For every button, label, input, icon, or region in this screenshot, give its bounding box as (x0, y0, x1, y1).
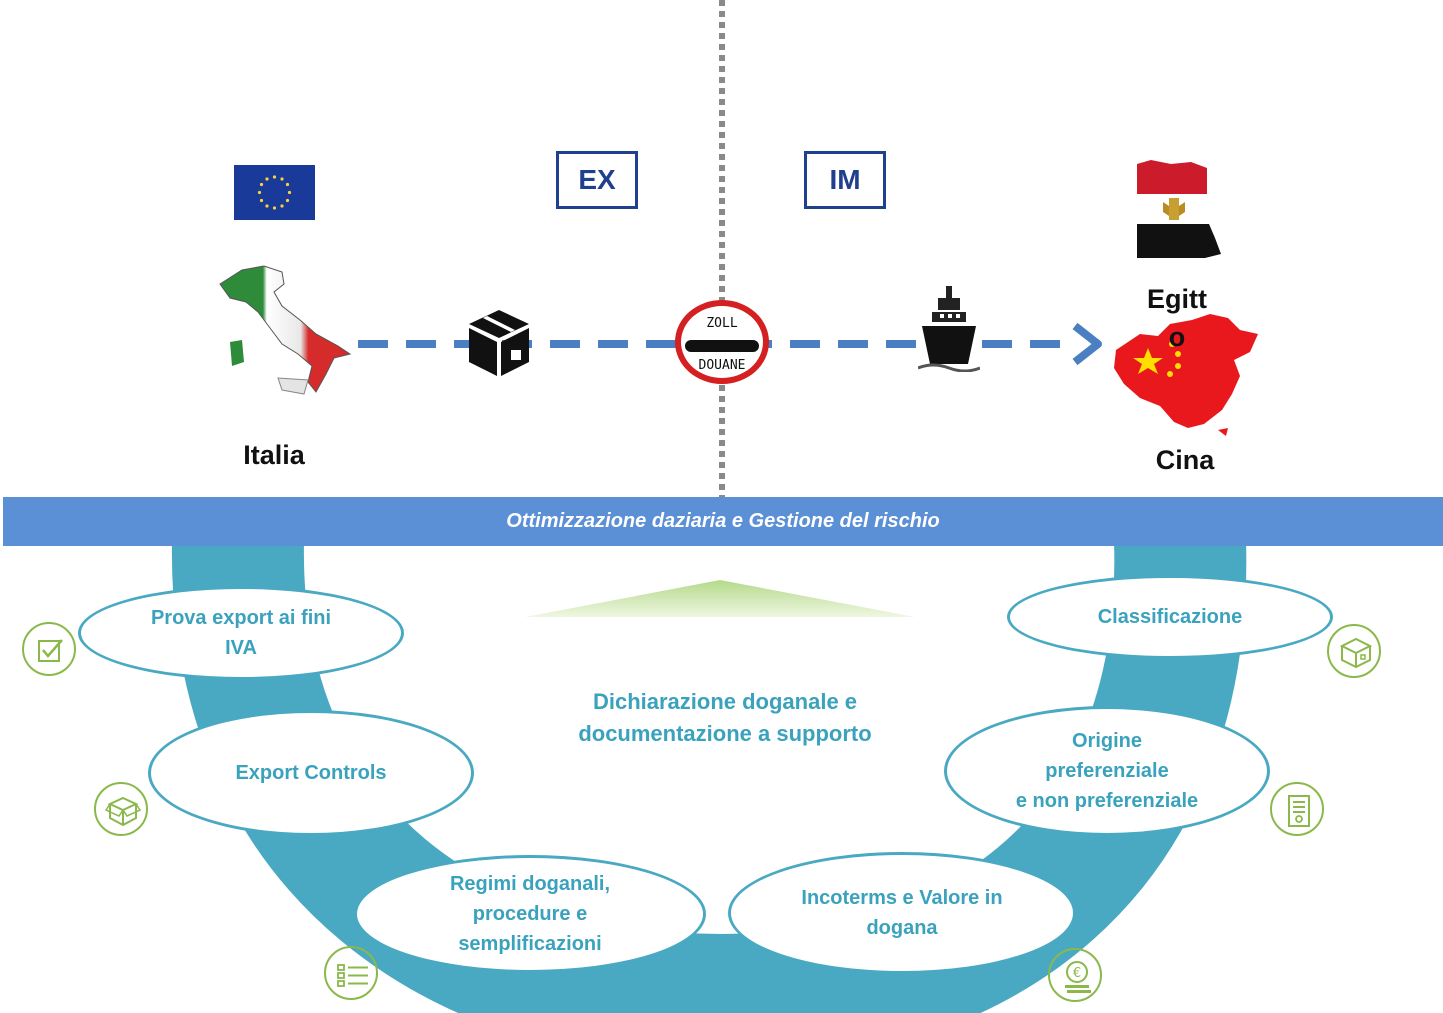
ship-icon (918, 286, 980, 372)
topic-prova-export-line-2: IVA (225, 637, 257, 659)
topic-origine-line-1: Origine (1071, 730, 1142, 752)
topic-regimi-line-2: procedure e (472, 903, 588, 925)
topic-export-controls-label: Export Controls (235, 762, 387, 784)
topic-classificazione[interactable]: Classificazione (1007, 575, 1333, 659)
center-heading-line-2: documentazione a supporto (578, 721, 872, 746)
topic-export-controls[interactable]: Export Controls (148, 710, 474, 836)
topic-regimi-line-1: Regimi doganali, (449, 873, 611, 895)
box-icon (94, 782, 148, 836)
center-heading-line-1: Dichiarazione doganale e (592, 689, 858, 714)
topic-origine-line-2: preferenziale (1045, 760, 1169, 782)
country-label-destination-2: Cina (1155, 445, 1215, 475)
topic-incoterms-line-1: Incoterms e Valore in (801, 887, 1003, 909)
topic-classificazione-label: Classificazione (1097, 606, 1243, 628)
arrow-head-icon (1072, 322, 1102, 366)
egypt-flag-map-icon (1137, 160, 1221, 258)
priority-triangle (525, 580, 915, 617)
checkbox-icon (22, 622, 76, 676)
svg-text:€: € (1073, 966, 1081, 981)
topic-incoterms-line-2: dogana (866, 917, 938, 939)
topic-regimi-doganali[interactable]: Regimi doganali, procedure e semplificaz… (354, 855, 706, 973)
china-flag-map-icon (1114, 314, 1258, 436)
topic-origine[interactable]: Origine preferenziale e non preferenzial… (944, 706, 1270, 836)
topic-incoterms[interactable]: Incoterms e Valore in dogana (728, 852, 1076, 974)
country-label-origin: Italia (243, 440, 305, 470)
border-line (719, 0, 725, 497)
country-label-destination-1: Egitto (1147, 284, 1207, 352)
center-heading: Dichiarazione doganale e documentazione … (540, 686, 910, 750)
topic-prova-export[interactable]: Prova export ai fini IVA (78, 586, 404, 680)
document-icon (1270, 782, 1324, 836)
topic-regimi-line-3: semplificazioni (458, 933, 602, 955)
package-icon (469, 310, 529, 376)
export-box: EX (556, 151, 638, 209)
eu-flag-icon (234, 165, 315, 220)
package-outline-icon (1327, 624, 1381, 678)
import-box: IM (804, 151, 886, 209)
banner-text: Ottimizzazione daziaria e Gestione del r… (506, 510, 940, 532)
topic-origine-line-3: e non preferenziale (1015, 790, 1199, 812)
italy-map-icon (219, 265, 352, 395)
euro-coins-icon: € (1048, 948, 1102, 1002)
risk-banner: Ottimizzazione daziaria e Gestione del r… (3, 497, 1443, 546)
customs-sign-bar (685, 340, 759, 352)
customs-sign-bottom: DOUANE (698, 358, 746, 373)
list-icon (324, 946, 378, 1000)
customs-sign-top: ZOLL (706, 316, 738, 331)
topic-prova-export-line-1: Prova export ai fini (150, 607, 332, 629)
customs-sign: ZOLL DOUANE (675, 300, 769, 384)
